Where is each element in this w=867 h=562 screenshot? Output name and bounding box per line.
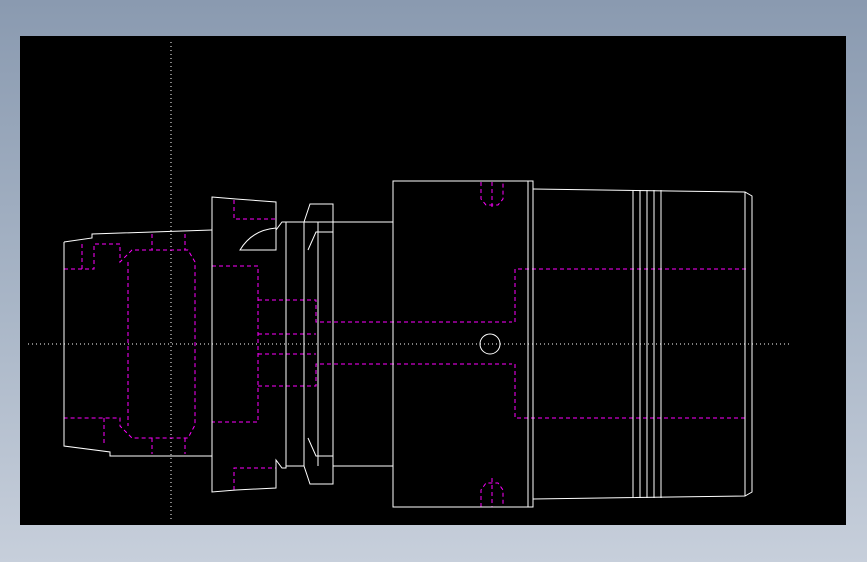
technical-drawing [28, 42, 790, 520]
nut-inner-profile [212, 265, 259, 423]
centerlines [28, 42, 790, 520]
nut-thread-bot [233, 467, 276, 490]
collet-inner-profile [64, 243, 196, 439]
neck-outline [332, 204, 393, 484]
cross-hole [479, 333, 501, 355]
shank-outline [532, 188, 753, 500]
hidden-lines [64, 182, 748, 507]
flange-inner-top [307, 231, 333, 251]
flange-groove-bot [303, 465, 334, 485]
outlines [63, 180, 753, 508]
body-outline [392, 180, 534, 508]
body-bore [258, 299, 512, 323]
flange-groove [303, 203, 334, 223]
nut-chamfer-arc [239, 227, 277, 251]
nut-thread-top [233, 200, 276, 220]
cad-viewport[interactable] [20, 36, 846, 525]
collet-outline [63, 229, 213, 457]
flange-inner-bot [307, 437, 333, 457]
body-bore-bot [258, 363, 512, 387]
flange-left [286, 221, 305, 467]
shank-bore-bot [514, 364, 748, 419]
screw-bot [480, 482, 504, 507]
shank-bore [514, 268, 748, 322]
nut-outline [211, 196, 287, 493]
